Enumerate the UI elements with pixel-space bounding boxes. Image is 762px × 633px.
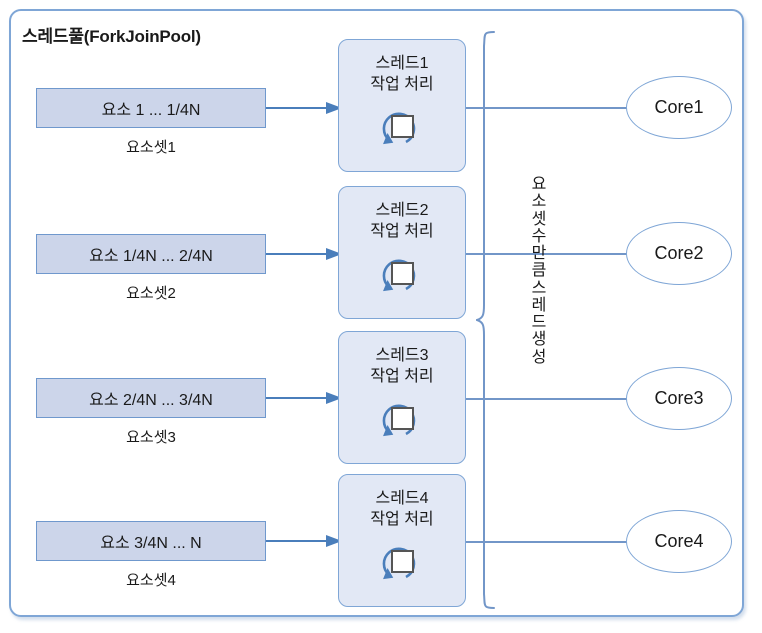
thread-box-2: 스레드2 작업 처리	[338, 186, 466, 319]
connector-thread-core-1	[466, 107, 630, 109]
vertical-note-char-9: 생	[531, 331, 547, 349]
thread-action-2: 작업 처리	[370, 223, 434, 241]
loop-arrow-icon	[382, 112, 416, 144]
connector-thread-core-4	[466, 541, 630, 543]
element-set-box-2: 요소 1/4N ... 2/4N	[36, 234, 266, 274]
vertical-note-char-10: 성	[531, 348, 547, 366]
arrow-elementset-to-thread-3	[266, 392, 342, 404]
thread-name-2: 스레드2	[375, 202, 429, 219]
arrow-elementset-to-thread-4	[266, 535, 342, 547]
thread-name-3: 스레드3	[375, 347, 429, 364]
core-node-2: Core2	[626, 222, 732, 285]
core-label-4: Core4	[654, 531, 704, 551]
element-set-box-4: 요소 3/4N ... N	[36, 521, 266, 561]
core-node-1: Core1	[626, 76, 732, 139]
element-range-label-4: 요소 3/4N ... N	[100, 535, 202, 552]
element-set-caption-1: 요소셋1	[126, 139, 176, 156]
vertical-note-char-1: 소	[531, 193, 547, 211]
vertical-note-char-2: 셋	[531, 210, 547, 228]
loop-arrow-icon	[382, 547, 416, 579]
connector-thread-core-3	[466, 398, 630, 400]
core-node-3: Core3	[626, 367, 732, 430]
arrow-elementset-to-thread-1	[266, 102, 342, 114]
element-set-caption-3: 요소셋3	[126, 429, 176, 446]
vertical-note-char-3: 수	[531, 227, 547, 245]
element-range-label-1: 요소 1 ... 1/4N	[101, 102, 201, 119]
vertical-note-char-6: 스	[531, 279, 547, 297]
grouping-brace	[473, 30, 510, 610]
vertical-note-char-0: 요	[531, 176, 547, 193]
connector-thread-core-2	[466, 253, 630, 255]
core-label-1: Core1	[654, 97, 704, 117]
thread-box-3: 스레드3 작업 처리	[338, 331, 466, 464]
thread-box-4: 스레드4 작업 처리	[338, 474, 466, 607]
element-set-box-1: 요소 1 ... 1/4N	[36, 88, 266, 128]
vertical-note-char-7: 레	[531, 296, 547, 314]
core-label-2: Core2	[654, 243, 704, 263]
element-range-label-3: 요소 2/4N ... 3/4N	[89, 392, 213, 409]
thread-name-4: 스레드4	[375, 490, 429, 507]
element-set-caption-2: 요소셋2	[126, 285, 176, 302]
core-label-3: Core3	[654, 388, 704, 408]
thread-action-1: 작업 처리	[370, 76, 434, 94]
vertical-note-char-5: 큼	[531, 262, 547, 280]
element-set-caption-4: 요소셋4	[126, 572, 176, 589]
vertical-note-char-8: 드	[531, 314, 547, 332]
thread-action-3: 작업 처리	[370, 368, 434, 386]
thread-name-1: 스레드1	[375, 55, 429, 72]
thread-box-1: 스레드1 작업 처리	[338, 39, 466, 172]
element-range-label-2: 요소 1/4N ... 2/4N	[89, 248, 213, 265]
page-title: 스레드풀(ForkJoinPool)	[22, 27, 201, 46]
loop-arrow-icon	[382, 259, 416, 291]
element-set-box-3: 요소 2/4N ... 3/4N	[36, 378, 266, 418]
vertical-note: 요 소 셋 수 만 큼 스 레 드 생 성	[524, 176, 554, 366]
thread-action-4: 작업 처리	[370, 511, 434, 529]
loop-arrow-icon	[382, 404, 416, 436]
arrow-elementset-to-thread-2	[266, 248, 342, 260]
core-node-4: Core4	[626, 510, 732, 573]
vertical-note-char-4: 만	[531, 245, 547, 263]
